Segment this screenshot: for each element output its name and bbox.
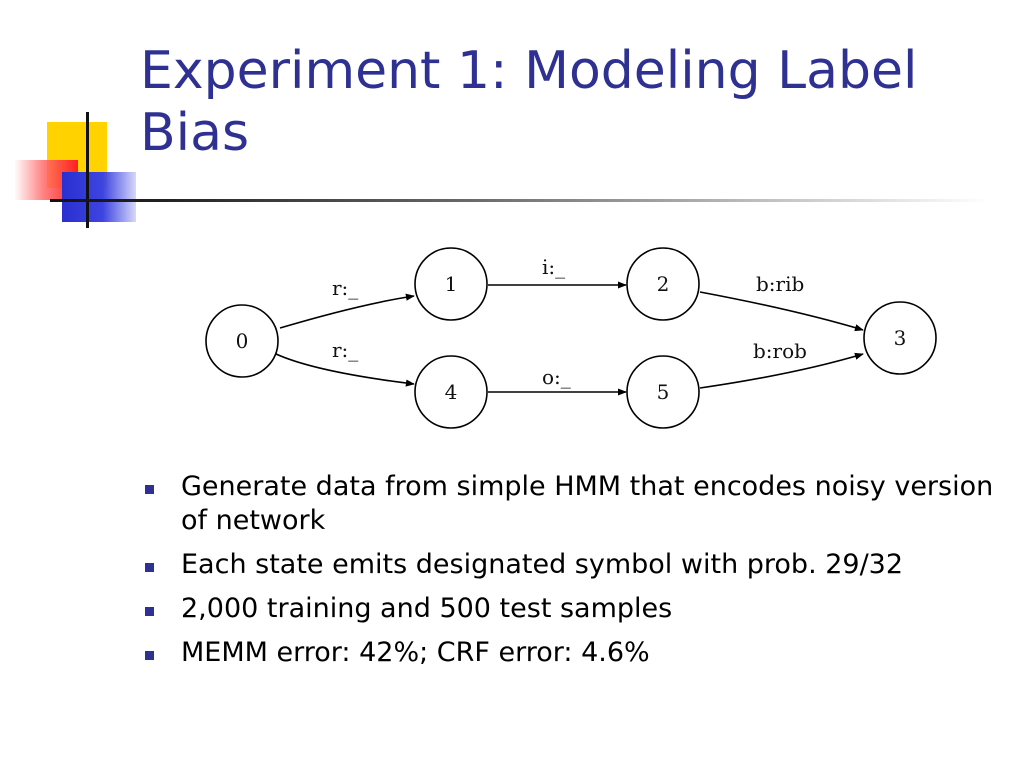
node-0-label: 0 xyxy=(236,329,249,353)
edge-label-1-2: i:_ xyxy=(542,255,565,279)
bullet-item: 2,000 training and 500 test samples xyxy=(145,592,1005,626)
node-3: 3 xyxy=(863,301,937,375)
node-1: 1 xyxy=(414,247,488,321)
bullet-text: MEMM error: 42%; CRF error: 4.6% xyxy=(181,637,650,668)
node-5: 5 xyxy=(626,355,700,429)
bullet-text: 2,000 training and 500 test samples xyxy=(181,593,673,624)
node-0: 0 xyxy=(205,304,279,378)
bullet-list: Generate data from simple HMM that encod… xyxy=(145,470,1005,680)
edge-label-2-3: b:rib xyxy=(756,272,804,296)
bullet-square-icon xyxy=(145,607,154,616)
node-3-label: 3 xyxy=(894,326,907,350)
node-1-label: 1 xyxy=(445,272,458,296)
node-4-label: 4 xyxy=(445,380,458,404)
edge-label-0-1: r:_ xyxy=(332,276,358,300)
edge-label-0-4: r:_ xyxy=(332,338,358,362)
edge-2-3 xyxy=(699,291,864,332)
bullet-item: MEMM error: 42%; CRF error: 4.6% xyxy=(145,636,1005,670)
edge-0-4 xyxy=(275,353,415,387)
node-2-label: 2 xyxy=(657,272,670,296)
bullet-item: Generate data from simple HMM that encod… xyxy=(145,470,1005,538)
edge-label-4-5: o:_ xyxy=(542,365,571,389)
edge-0-1 xyxy=(279,293,415,329)
bullet-square-icon xyxy=(145,563,154,572)
bullet-square-icon xyxy=(145,485,154,494)
state-diagram: 0 1 2 3 4 5 r:_ i:_ b:rib r:_ o:_ b:rob xyxy=(205,247,937,429)
node-4: 4 xyxy=(414,355,488,429)
node-2: 2 xyxy=(626,247,700,321)
bullet-square-icon xyxy=(145,651,154,660)
title-underline xyxy=(50,199,990,202)
edge-label-5-3: b:rob xyxy=(753,339,807,363)
bullet-text: Each state emits designated symbol with … xyxy=(181,549,904,580)
decoration-blue-square xyxy=(62,172,136,222)
node-5-label: 5 xyxy=(657,380,670,404)
edge-5-3 xyxy=(699,352,864,389)
slide-title: Experiment 1: Modeling Label Bias xyxy=(140,41,918,163)
bullet-item: Each state emits designated symbol with … xyxy=(145,548,1005,582)
decoration-vertical-line xyxy=(86,112,89,228)
bullet-text: Generate data from simple HMM that encod… xyxy=(181,471,994,536)
